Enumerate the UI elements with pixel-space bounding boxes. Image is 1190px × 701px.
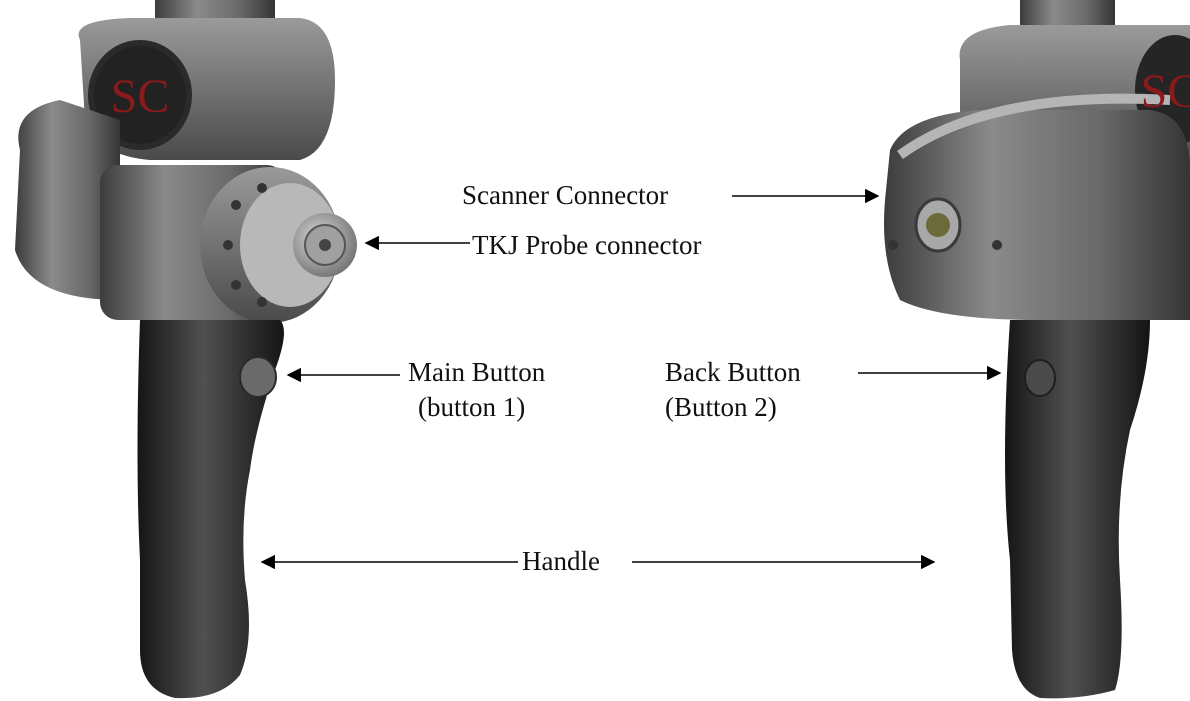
- label-back-button: Back Button: [665, 357, 801, 387]
- label-back-button-sub: (Button 2): [665, 392, 777, 422]
- right-handle: [1005, 320, 1150, 699]
- arrows: [260, 188, 1002, 570]
- right-back-button-shape: [1024, 359, 1056, 397]
- left-main-button-shape: [239, 356, 277, 398]
- right-logo-text: SC: [1141, 65, 1190, 118]
- label-tkj-probe-connector: TKJ Probe connector: [472, 230, 702, 260]
- label-main-button-sub: (button 1): [418, 392, 526, 422]
- left-handle: [137, 320, 284, 699]
- right-yoke-body: [884, 110, 1190, 320]
- label-scanner-connector: Scanner Connector: [462, 180, 669, 210]
- left-device: [15, 0, 357, 699]
- left-logo-text: SC: [111, 70, 170, 123]
- label-handle: Handle: [522, 546, 600, 576]
- right-device: [884, 0, 1190, 699]
- left-side-bulge: [15, 100, 120, 300]
- label-main-button: Main Button: [408, 357, 546, 387]
